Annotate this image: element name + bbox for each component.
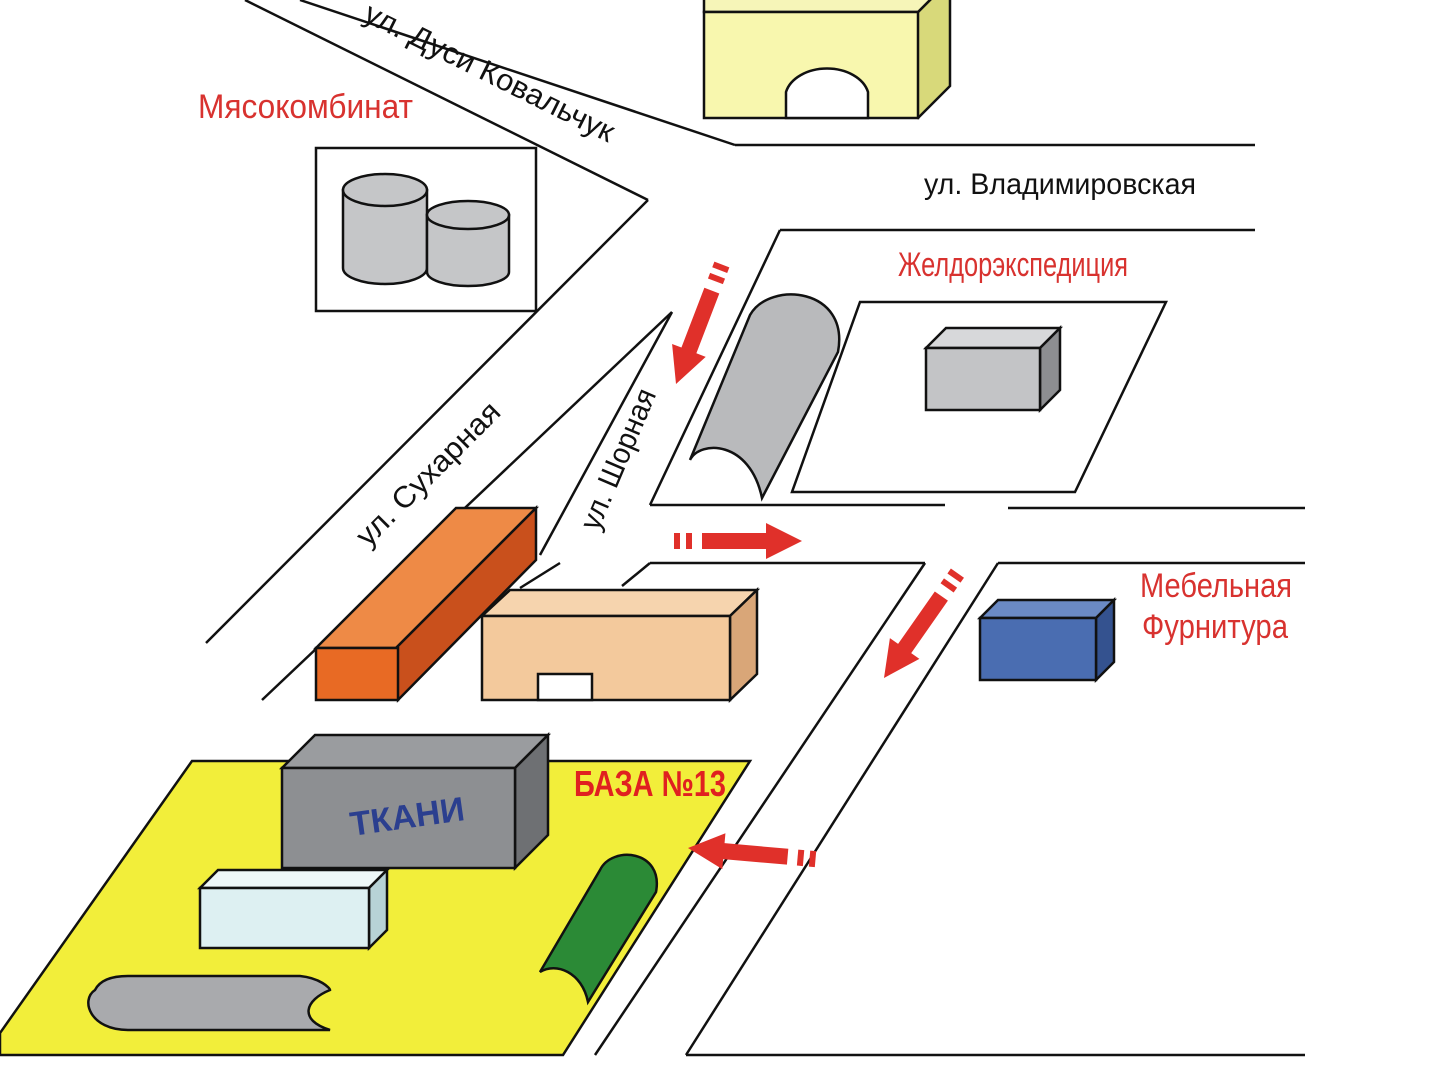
tank-icon — [341, 172, 429, 286]
street-edge — [538, 311, 674, 556]
baza-site: ТКАНИ БАЗА №13 — [0, 731, 753, 1057]
mebel-label-line2: Фурнитура — [1142, 608, 1288, 646]
route-arrow-icon — [869, 562, 973, 689]
street-edge — [593, 562, 927, 1056]
street-edge — [648, 229, 782, 506]
street-edge — [205, 199, 649, 644]
building-icon — [976, 596, 1118, 684]
street-edge — [244, 0, 649, 202]
mebel-site: Мебельная Фурнитура — [976, 567, 1292, 684]
street-edge — [299, 0, 736, 147]
route-arrow-icon — [674, 523, 802, 559]
peach-building — [478, 587, 761, 703]
route-arrow-icon — [686, 830, 818, 878]
orange-building — [312, 504, 540, 703]
street-edge — [519, 561, 561, 590]
tank-icon — [425, 199, 511, 288]
myasokombinat-site: Мясокомбинат — [198, 88, 538, 313]
street-edge — [684, 562, 1000, 1056]
zheldor-label: Желдорэкспедиция — [898, 246, 1128, 284]
street-shornaya: ул. Шорная — [574, 384, 663, 535]
mebel-label-line1: Мебельная — [1140, 567, 1292, 605]
hangar-icon — [87, 974, 332, 1032]
street-vladimirovskaya: ул. Владимировская — [924, 168, 1196, 201]
building-icon — [922, 324, 1064, 414]
baza-label: БАЗА №13 — [574, 763, 726, 804]
tkani-warehouse — [278, 731, 552, 872]
myasokombinat-label: Мясокомбинат — [198, 88, 413, 126]
hangar-icon — [688, 293, 841, 502]
hangar-icon — [538, 853, 659, 1006]
street-edge — [621, 562, 651, 587]
street-lines — [205, 0, 1305, 1057]
top-building — [702, 0, 952, 120]
zheldor-site: Желдорэкспедиция — [688, 246, 1168, 502]
light-blue-building — [196, 866, 391, 952]
